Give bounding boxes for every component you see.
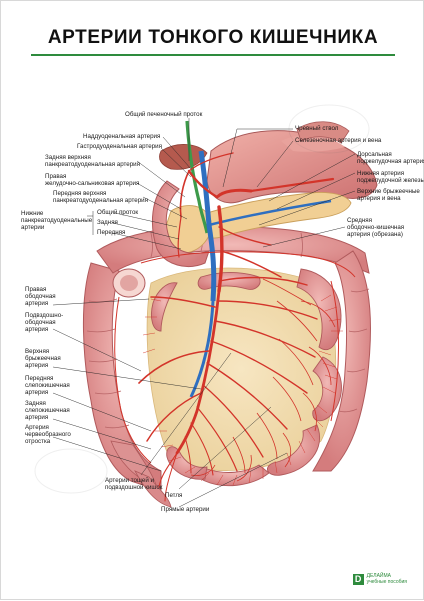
label-common-trunk: Общий проток: [97, 209, 139, 216]
label-anterior-cecal-artery: Передняя слепокишечная артерия: [25, 375, 70, 396]
watermark: [34, 104, 370, 494]
label-right-gastroepiploic-artery: Правая желудочно-сальниковая артерия: [45, 173, 140, 187]
leader-lines: [52, 118, 356, 508]
label-inferior-pancreatic-artery: Нижняя артерия поджелудочной железы: [357, 170, 424, 184]
colic-marginal-artery: [114, 251, 356, 464]
label-superior-mesenteric-artery: Верхняя брыжеечная артерия: [25, 348, 61, 369]
label-arcades: Петля: [165, 492, 183, 499]
poster-title: АРТЕРИИ ТОНКОГО КИШЕЧНИКА: [47, 27, 379, 48]
label-ileocolic-artery: Подвздошно- ободочная артерия: [25, 312, 64, 333]
label-right-colic-artery: Правая ободочная артерия: [25, 286, 56, 307]
label-superior-mesenteric-artery-vein: Верхние брыжеечные артерия и вена: [357, 188, 420, 202]
arteries: [138, 152, 335, 502]
label-supraduodenal-artery: Наддуоденальная артерия: [83, 133, 161, 140]
label-inferior-pd-arteries: Нижние панкреатодуоденальные артерии: [21, 210, 93, 231]
label-vasa-recta: Прямые артерии: [161, 506, 210, 513]
superior-mesenteric-vein: [189, 300, 215, 398]
publisher-logo: D ДЕЛАЙМА учебные пособия: [352, 573, 407, 585]
label-posterior-cecal-artery: Задняя слепокишечная артерия: [25, 400, 70, 421]
label-jejunal-ileal-arteries: Артерии тощей и подвздошной кишок: [105, 477, 163, 491]
label-gastroduodenal-artery: Гастродуоденальная артерия: [77, 143, 162, 150]
label-anterior: Передняя: [97, 229, 126, 236]
duodenum: [151, 180, 210, 267]
small-intestine: [150, 268, 342, 487]
label-dorsal-pancreatic-artery: Дорсальная поджелудочная артерия: [357, 151, 424, 165]
label-splenic-artery-vein: Селезеночная артерия и вена: [295, 137, 382, 144]
label-anterior-superior-pd-artery: Передняя верхняя панкреатодуоденальная а…: [53, 190, 148, 204]
label-celiac-trunk: Чревный ствол: [295, 125, 339, 132]
label-posterior: Задняя: [97, 219, 118, 226]
logo-text: ДЕЛАЙМА учебные пособия: [366, 573, 407, 585]
label-appendicular-artery: Артерия червеобразного отростка: [25, 424, 71, 445]
title-divider: [31, 54, 395, 56]
logo-mark-icon: D: [352, 574, 364, 585]
label-common-hepatic-duct: Общий печеночный проток: [125, 111, 203, 118]
vasa-recta: [142, 294, 343, 486]
stomach: [206, 121, 378, 204]
label-middle-colic-artery: Средняя ободочно-кишечная артерия (обрез…: [347, 217, 405, 238]
label-posterior-superior-pd-artery: Задняя верхняя панкреатодуоденальная арт…: [45, 154, 140, 168]
